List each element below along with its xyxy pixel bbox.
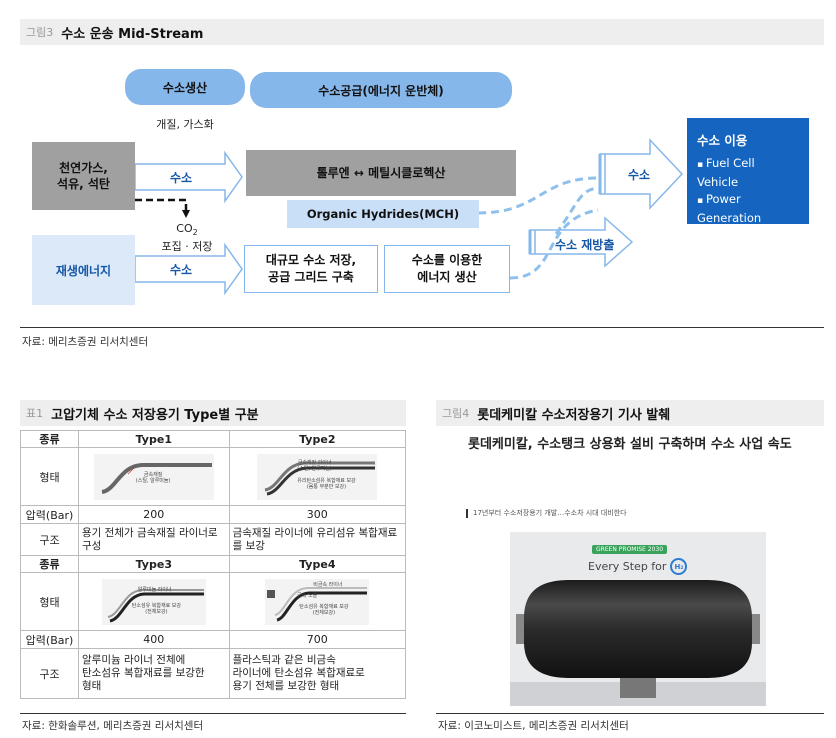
arrow-release xyxy=(529,216,634,268)
co2-label: CO2 xyxy=(172,222,202,237)
h2-logo-icon: H₂ xyxy=(670,558,688,575)
fig4-tag: 그림4 xyxy=(442,407,470,420)
use-title: 수소 이용 xyxy=(697,133,748,148)
arrow-renewable-h2 xyxy=(134,242,243,296)
arrow-fossil-h2 xyxy=(134,150,243,204)
table1-title: 고압기체 수소 저장용기 Type별 구분 xyxy=(51,407,259,423)
article-caption: 17년부터 수소저장용기 개발…수소차 시대 대비한다 xyxy=(466,508,627,518)
fig3-title: 수소 운송 Mid-Stream xyxy=(61,26,204,42)
type2-tank-image: 금속재질 라이너(스틸, 알루미늄) 유리탄소섬유 복합재료 보강(몸통 부분만… xyxy=(257,453,378,500)
type3-tank-image: 알루미늄 라이너 탄소섬유 복합재료 보강(전체보강) xyxy=(101,578,206,625)
header-type4: Type4 xyxy=(228,555,407,573)
fossil-line-2: 석유, 석탄 xyxy=(57,177,110,191)
hydrogen-tank-photo: GREEN PROMISE 2030 Every Step for H₂ xyxy=(510,532,766,706)
use-item-fuel-cell: Fuel Cell xyxy=(697,227,799,246)
table-header-row-2: 종류 Type3 Type4 xyxy=(20,555,407,573)
fig3-header: 그림3 수소 운송 Mid-Stream xyxy=(20,19,824,45)
type4-tank-image: 비금속 라이너 금속 노즐 탄소섬유 복합재료 보강(전체보강) xyxy=(265,578,370,625)
type1-tank-image: 금속재질(스틸, 알루미늄) xyxy=(93,453,214,500)
slogan-text: Every Step for xyxy=(588,560,667,573)
storage-type-table: 종류 Type1 Type2 형태 금속재질(스틸, 알루미늄) xyxy=(20,430,407,699)
table1-rule xyxy=(20,713,406,714)
pill-hydrogen-production: 수소생산 xyxy=(125,69,245,105)
table1-header: 표1 고압기체 수소 저장용기 Type별 구분 xyxy=(20,400,406,426)
toluene-box: 톨루엔 ↔ 메틸시클로헥산 xyxy=(246,150,516,196)
table-row-structure-2: 구조 알루미늄 라이너 전체에 탄소섬유 복합재료를 보강한 형태 플라스틱과 … xyxy=(20,648,407,699)
table-row-pressure-1: 압력(Bar) 200 300 xyxy=(20,505,407,524)
type3-pressure: 400 xyxy=(78,630,230,649)
table-row-pressure-2: 압력(Bar) 400 700 xyxy=(20,630,407,649)
fig4-header: 그림4 롯데케미칼 수소저장용기 기사 발췌 xyxy=(436,400,824,426)
reforming-label: 개질, 가스화 xyxy=(156,118,214,131)
row-structure-label-2: 구조 xyxy=(20,648,79,699)
header-type3: Type3 xyxy=(78,555,230,573)
type2-image-cell: 금속재질 라이너(스틸, 알루미늄) 유리탄소섬유 복합재료 보강(몸통 부분만… xyxy=(228,447,407,506)
fossil-fuel-box: 천연가스, 석유, 석탄 xyxy=(32,142,135,210)
tank-illustration xyxy=(510,580,766,706)
article-headline: 롯데케미칼, 수소탱크 상용화 설비 구축하며 수소 사업 속도 xyxy=(468,437,792,452)
fossil-line-1: 천연가스, xyxy=(59,160,108,175)
energy-production-box: 수소를 이용한 에너지 생산 xyxy=(384,245,510,293)
pill-hydrogen-supply: 수소공급(에너지 운반체) xyxy=(250,72,512,108)
hydrogen-use-box: 수소 이용 Fuel Cell Vehicle Power Generation… xyxy=(687,118,809,242)
table-row-shape-2: 형태 알루미늄 라이너 탄소섬유 복합재료 보강(전체보강) xyxy=(20,572,407,631)
row-shape-label: 형태 xyxy=(20,447,79,506)
type3-structure: 알루미늄 라이너 전체에 탄소섬유 복합재료를 보강한 형태 xyxy=(78,648,230,699)
green-promise-badge: GREEN PROMISE 2030 xyxy=(592,545,668,554)
fig3-rule xyxy=(20,327,824,328)
type3-image-cell: 알루미늄 라이너 탄소섬유 복합재료 보강(전체보강) xyxy=(78,572,230,631)
type2-pressure: 300 xyxy=(228,505,407,524)
table1-source: 자료: 한화솔루션, 메리츠증권 리서치센터 xyxy=(22,720,204,732)
fig3-tag: 그림3 xyxy=(26,26,54,39)
header-type1: Type1 xyxy=(78,430,230,448)
type2-structure: 금속재질 라이너에 유리섬유 복합재료를 보강 xyxy=(228,523,407,556)
arrow-use-label: 수소 xyxy=(628,168,651,182)
table-row-shape-1: 형태 금속재질(스틸, 알루미늄) 금속재질 라이너(스틸, 알루미늄) xyxy=(20,447,407,506)
mch-box: Organic Hydrides(MCH) xyxy=(287,200,479,228)
header-kind-2: 종류 xyxy=(20,555,79,573)
row-pressure-label: 압력(Bar) xyxy=(20,505,79,524)
type1-image-cell: 금속재질(스틸, 알루미늄) xyxy=(78,447,230,506)
header-kind: 종류 xyxy=(20,430,79,448)
fig3-source: 자료: 메리츠증권 리서치센터 xyxy=(22,336,149,348)
type4-pressure: 700 xyxy=(228,630,407,649)
arrow-release-label: 수소 재방출 xyxy=(555,238,615,252)
type4-structure: 플라스틱과 같은 비금속 라이너에 탄소섬유 복합재료로 용기 전체를 보강한 … xyxy=(228,648,407,699)
storage-grid-box: 대규모 수소 저장, 공급 그리드 구축 xyxy=(244,245,378,293)
row-structure-label: 구조 xyxy=(20,523,79,556)
arrow-h2-label: 수소 xyxy=(170,171,193,185)
table-header-row-1: 종류 Type1 Type2 xyxy=(20,430,407,448)
arrow-use xyxy=(599,138,684,210)
fig4-rule xyxy=(436,713,824,714)
energy-line-1: 수소를 이용한 xyxy=(411,253,483,268)
use-item-fcv: Fuel Cell Vehicle xyxy=(697,155,799,191)
co2-main: CO xyxy=(176,222,193,235)
row-pressure-label-2: 압력(Bar) xyxy=(20,630,79,649)
table1-tag: 표1 xyxy=(26,407,44,420)
renewable-energy-box: 재생에너지 xyxy=(32,235,135,305)
diagram-connectors xyxy=(134,138,684,296)
slogan: Every Step for H₂ xyxy=(588,558,688,575)
fig3-diagram: 수소생산 수소공급(에너지 운반체) 개질, 가스화 천연가스, 석유, 석탄 … xyxy=(20,50,824,324)
storage-line-1: 대규모 수소 저장, xyxy=(265,253,357,268)
type1-structure: 용기 전체가 금속재질 라이너로 구성 xyxy=(78,523,230,556)
row-shape-label-2: 형태 xyxy=(20,572,79,631)
storage-line-2: 공급 그리드 구축 xyxy=(268,270,354,284)
energy-line-2: 에너지 생산 xyxy=(417,270,477,284)
type4-image-cell: 비금속 라이너 금속 노즐 탄소섬유 복합재료 보강(전체보강) xyxy=(228,572,407,631)
fig4-source: 자료: 이코노미스트, 메리츠증권 리서치센터 xyxy=(438,720,629,732)
header-type2: Type2 xyxy=(228,430,407,448)
fig4-title: 롯데케미칼 수소저장용기 기사 발췌 xyxy=(477,407,671,423)
co2-sub: 2 xyxy=(192,228,198,238)
use-item-power: Power Generation xyxy=(697,191,799,227)
table-row-structure-1: 구조 용기 전체가 금속재질 라이너로 구성 금속재질 라이너에 유리섬유 복합… xyxy=(20,523,407,556)
arrow-h2-label-2: 수소 xyxy=(170,263,193,277)
capture-storage-label: 포집 · 저장 xyxy=(161,240,213,253)
type1-pressure: 200 xyxy=(78,505,230,524)
